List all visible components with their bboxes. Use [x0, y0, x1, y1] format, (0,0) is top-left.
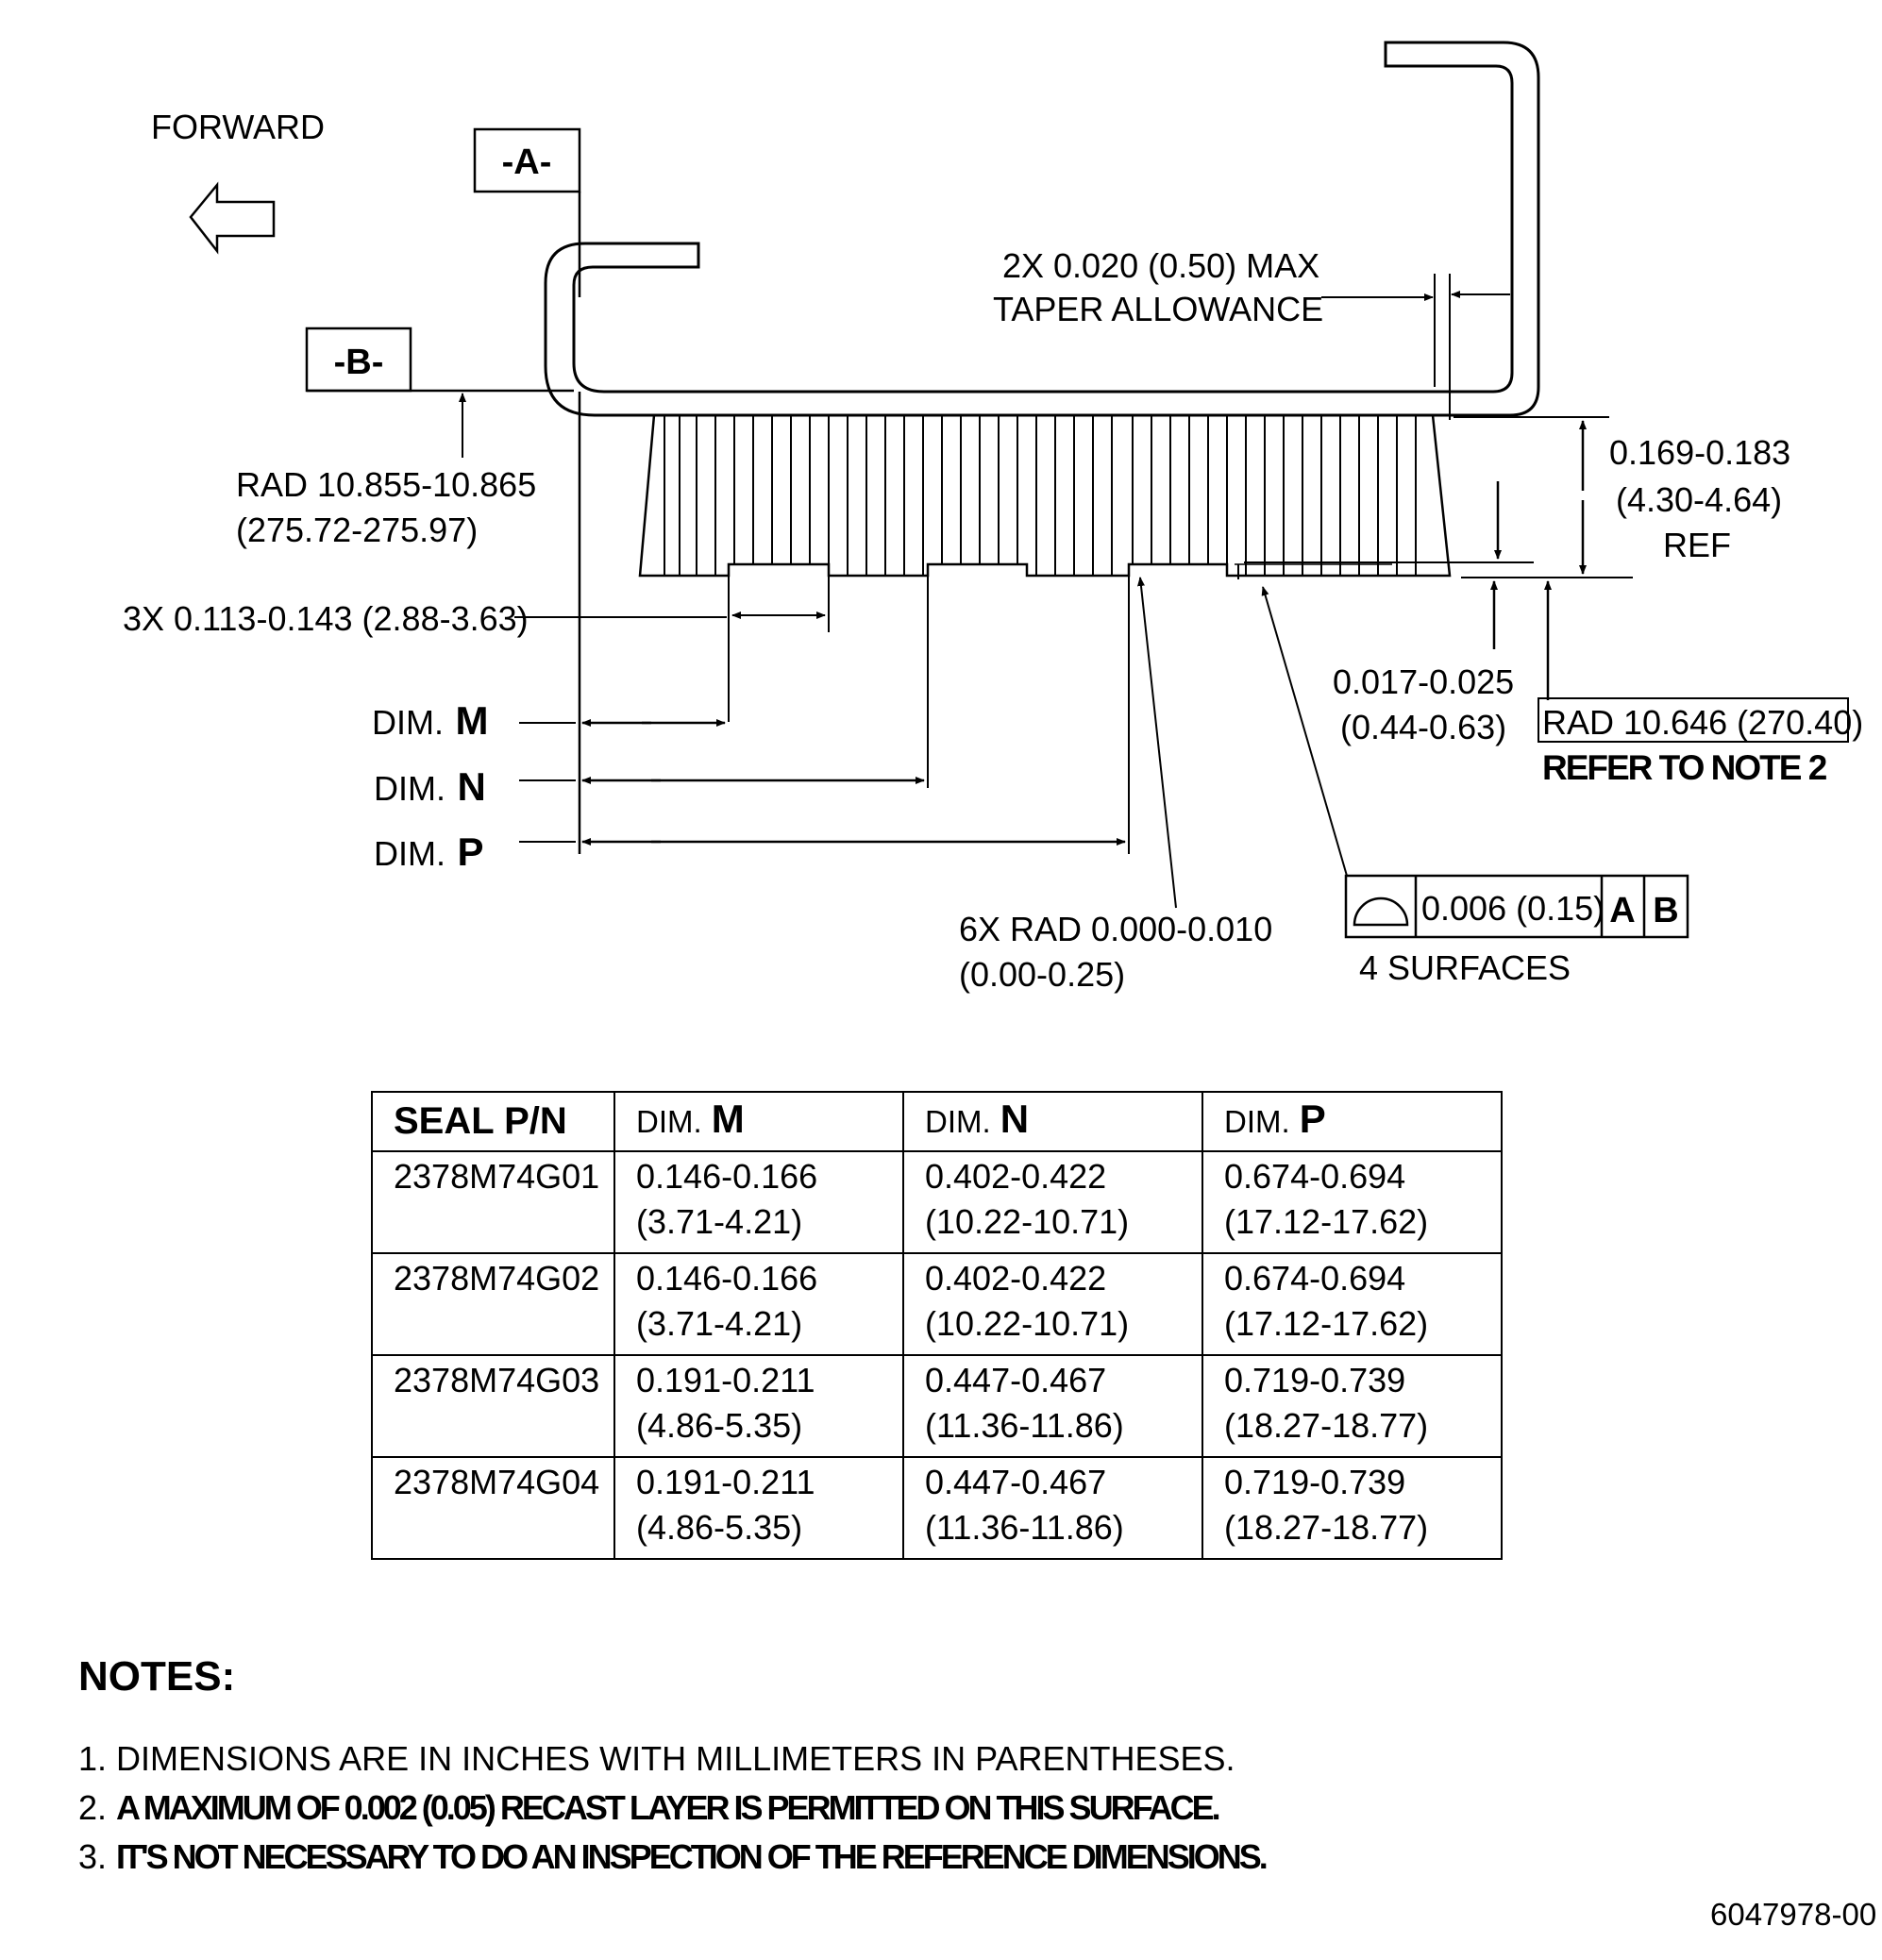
profile-tolerance-frame: 0.006 (0.15) A B — [1344, 874, 1689, 939]
table-row: 2378M74G04 0.191-0.211(4.86-5.35) 0.447-… — [371, 1456, 1503, 1560]
cell-dim-p: 0.719-0.739(18.27-18.77) — [1201, 1354, 1503, 1458]
cell-dim-m: 0.146-0.166(3.71-4.21) — [613, 1150, 904, 1254]
table-row: 2378M74G01 0.146-0.166(3.71-4.21) 0.402-… — [371, 1150, 1503, 1254]
datum-a-label: -A- — [502, 142, 552, 182]
height-label-line1: 0.169-0.183 — [1609, 433, 1790, 472]
header-dim-n: DIM. N — [902, 1091, 1203, 1152]
drawing-number: 6047978-00 — [1710, 1897, 1877, 1932]
rad-b-label-line2: (275.72-275.97) — [236, 511, 478, 549]
dim-p-label: DIM. P — [374, 829, 483, 874]
cell-dim-n: 0.402-0.422(10.22-10.71) — [902, 1150, 1203, 1254]
taper-label-line2: TAPER ALLOWANCE — [993, 290, 1323, 328]
profile-datum-a: A — [1609, 891, 1635, 930]
table-row: 2378M74G03 0.191-0.211(4.86-5.35) 0.447-… — [371, 1354, 1503, 1458]
cell-dim-n: 0.447-0.467(11.36-11.86) — [902, 1456, 1203, 1560]
taper-label-line1: 2X 0.020 (0.50) MAX — [1002, 246, 1319, 285]
seal-dimension-table: SEAL P/N DIM. M DIM. N DIM. P 2378M74G01… — [371, 1091, 1503, 1560]
profile-of-surface-icon — [1353, 896, 1409, 927]
header-seal-pn: SEAL P/N — [371, 1091, 615, 1152]
notes-heading: NOTES: — [78, 1653, 236, 1700]
note-item: 2. A MAXIMUM OF 0.002 (0.05) RECAST LAYE… — [78, 1788, 1221, 1827]
dim-n-label: DIM. N — [374, 764, 486, 809]
corner-rad-label-line2: (0.00-0.25) — [959, 955, 1125, 994]
forward-label: FORWARD — [151, 108, 325, 146]
refer-note-label: REFER TO NOTE 2 — [1542, 748, 1827, 787]
cell-dim-p: 0.674-0.694(17.12-17.62) — [1201, 1150, 1503, 1254]
datum-a-frame — [473, 127, 581, 193]
header-dim-m: DIM. M — [613, 1091, 904, 1152]
height-label-line2: (4.30-4.64) — [1616, 480, 1782, 519]
notes-section: NOTES: 1. DIMENSIONS ARE IN INCHES WITH … — [78, 1653, 1777, 1882]
rad-ref-label: RAD 10.646 (270.40) — [1542, 703, 1863, 742]
header-dim-p: DIM. P — [1201, 1091, 1503, 1152]
cell-dim-m: 0.191-0.211(4.86-5.35) — [613, 1456, 904, 1560]
profile-tolerance-value: 0.006 (0.15) — [1421, 889, 1605, 928]
recess-label-line2: (0.44-0.63) — [1340, 708, 1506, 746]
seal-carrier-outline — [544, 41, 1540, 417]
table-header-row: SEAL P/N DIM. M DIM. N DIM. P — [371, 1091, 1503, 1152]
cell-dim-p: 0.674-0.694(17.12-17.62) — [1201, 1252, 1503, 1356]
cell-pn: 2378M74G01 — [371, 1150, 615, 1254]
height-label-line3: REF — [1663, 526, 1731, 564]
cell-dim-m: 0.146-0.166(3.71-4.21) — [613, 1252, 904, 1356]
cell-dim-n: 0.447-0.467(11.36-11.86) — [902, 1354, 1203, 1458]
rad-ref-frame — [1538, 697, 1849, 743]
cell-pn: 2378M74G04 — [371, 1456, 615, 1560]
cell-dim-p: 0.719-0.739(18.27-18.77) — [1201, 1456, 1503, 1560]
dim-m-label: DIM. M — [372, 698, 488, 743]
profile-surfaces-label: 4 SURFACES — [1359, 948, 1571, 987]
cell-dim-n: 0.402-0.422(10.22-10.71) — [902, 1252, 1203, 1356]
profile-datum-b: B — [1653, 891, 1678, 930]
cell-pn: 2378M74G03 — [371, 1354, 615, 1458]
forward-arrow-icon — [189, 181, 276, 255]
table-row: 2378M74G02 0.146-0.166(3.71-4.21) 0.402-… — [371, 1252, 1503, 1356]
rad-b-label-line1: RAD 10.855-10.865 — [236, 465, 536, 504]
cell-pn: 2378M74G02 — [371, 1252, 615, 1356]
note-item: 1. DIMENSIONS ARE IN INCHES WITH MILLIME… — [78, 1739, 1235, 1778]
slot-width-label: 3X 0.113-0.143 (2.88-3.63) — [123, 599, 529, 638]
honeycomb-seal-body — [638, 413, 1452, 578]
recess-label-line1: 0.017-0.025 — [1333, 662, 1514, 701]
datum-b-label: -B- — [334, 343, 384, 382]
cell-dim-m: 0.191-0.211(4.86-5.35) — [613, 1354, 904, 1458]
corner-rad-label-line1: 6X RAD 0.000-0.010 — [959, 910, 1272, 948]
note-item: 3. IT'S NOT NECESSARY TO DO AN INSPECTIO… — [78, 1837, 1269, 1876]
